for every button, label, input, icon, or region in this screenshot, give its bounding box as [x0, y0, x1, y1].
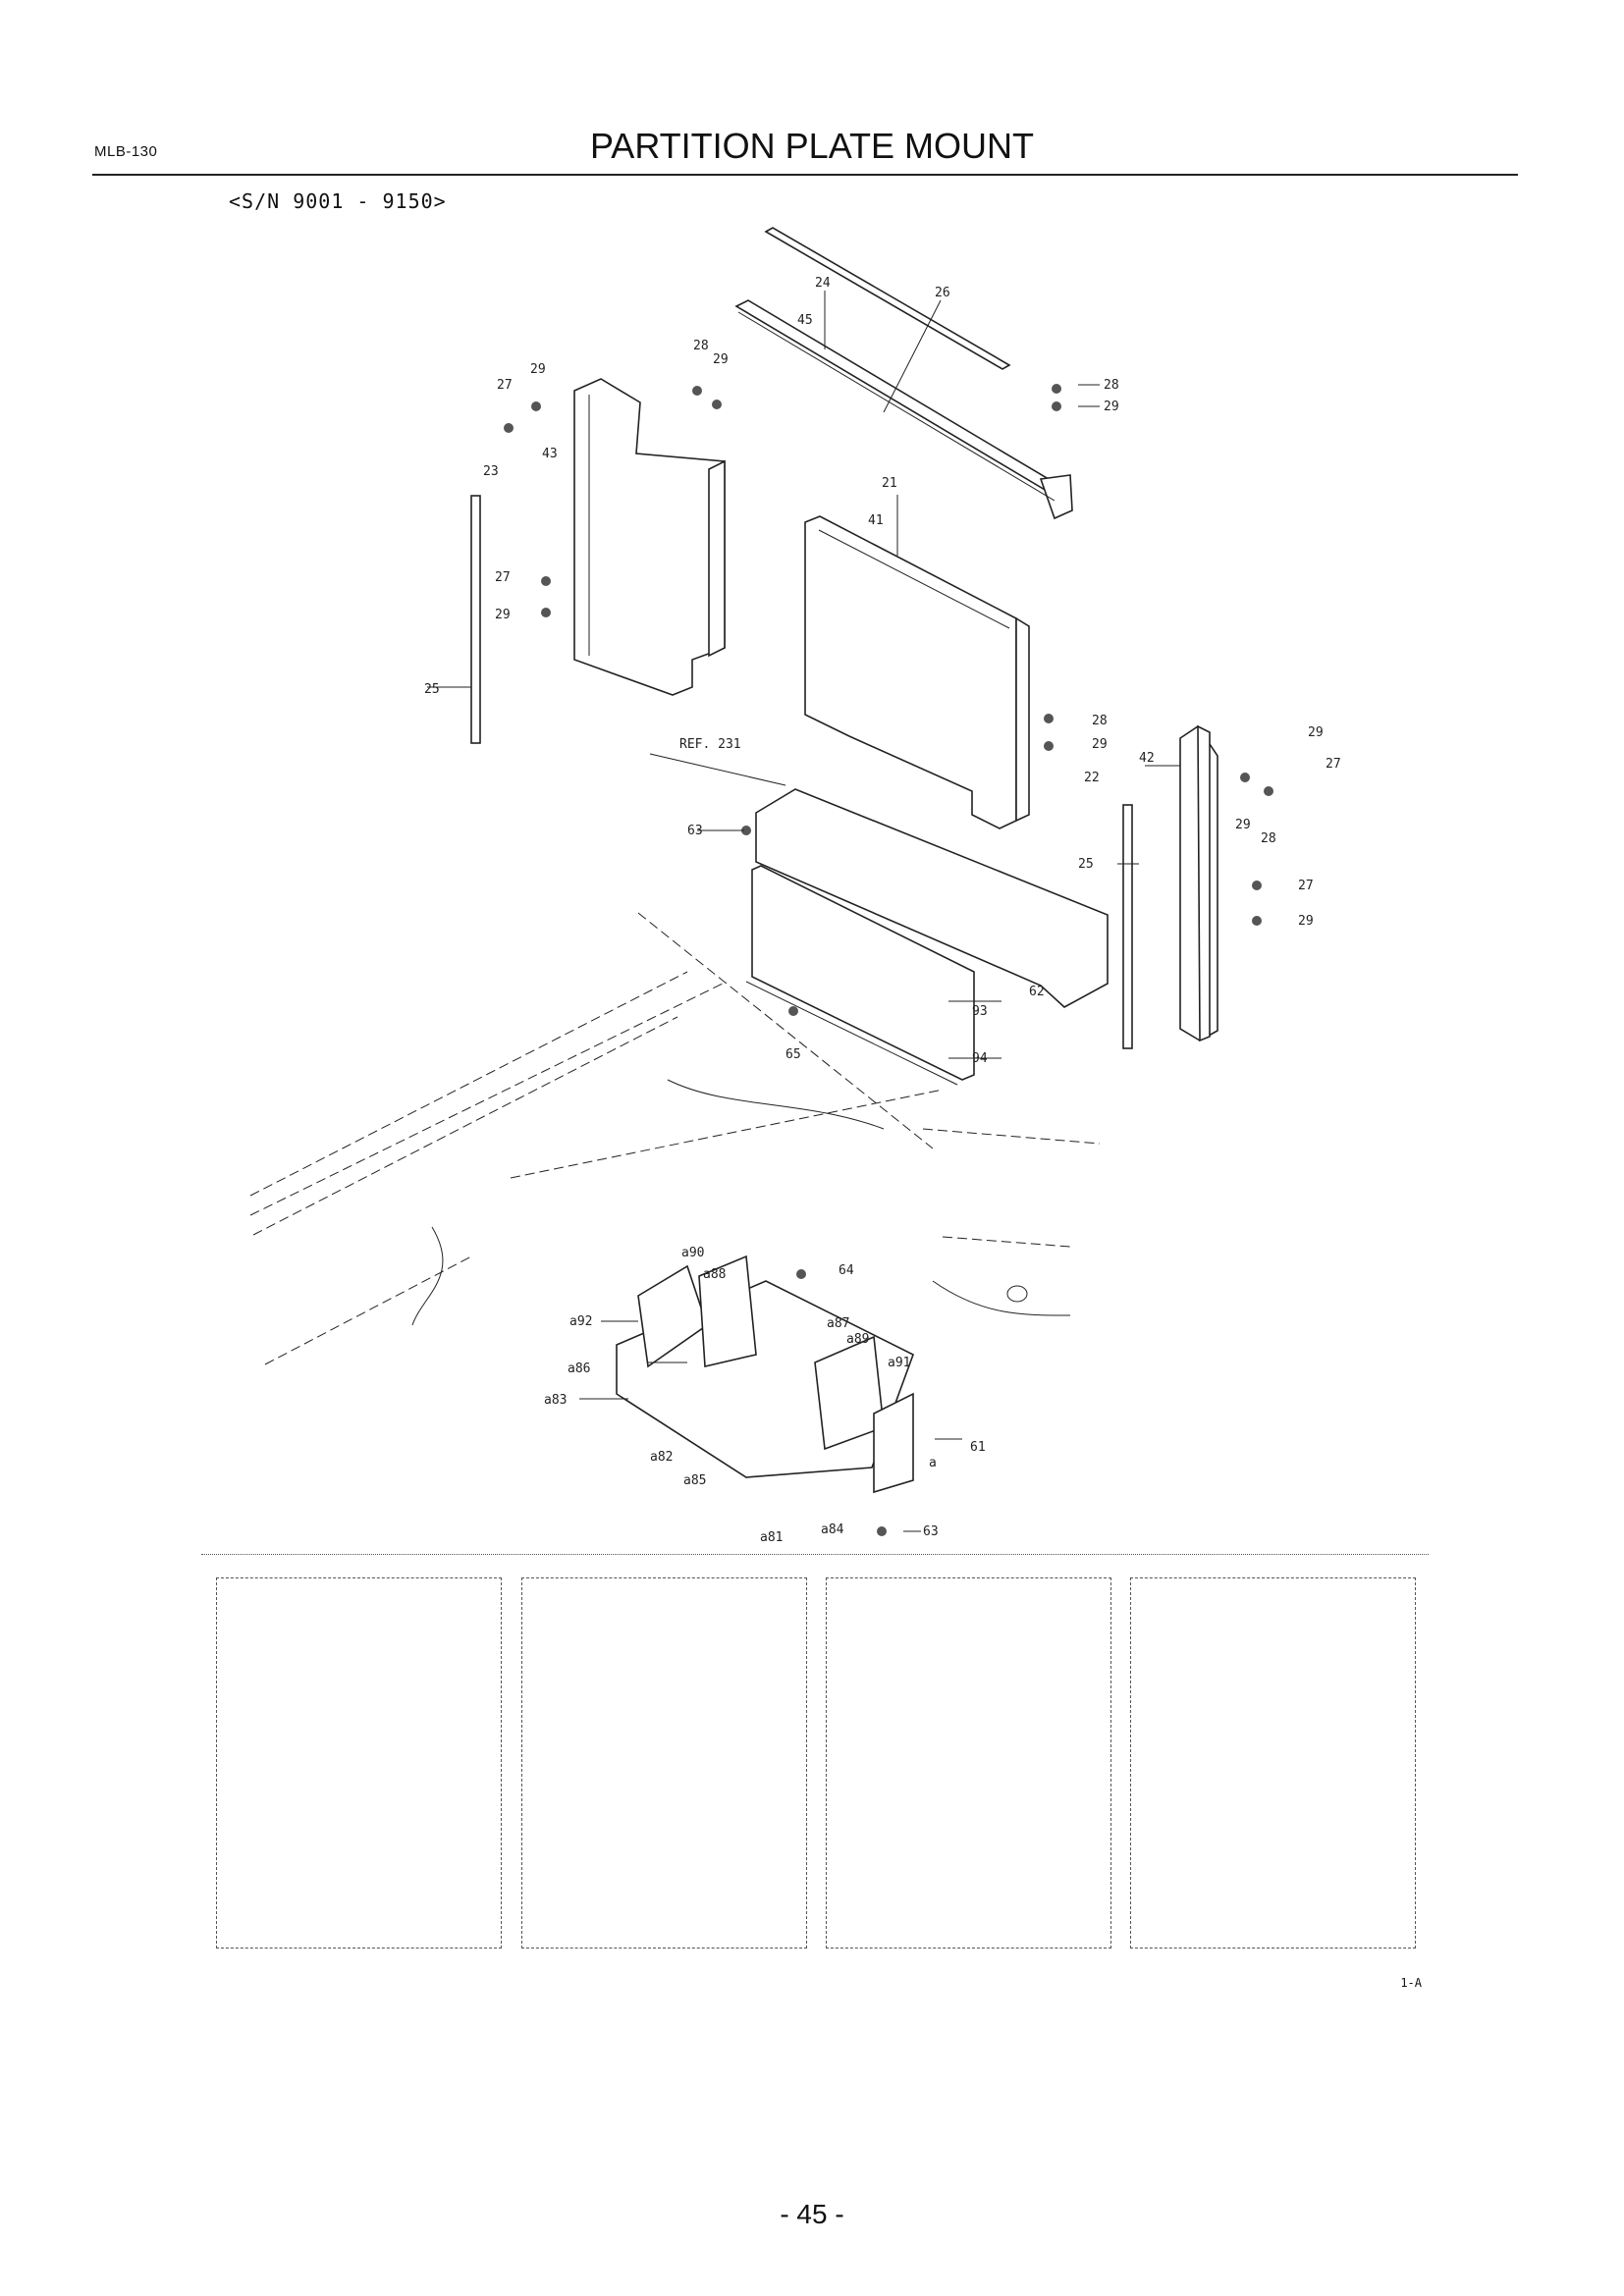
machine-frame-outline — [249, 912, 1101, 1365]
callout-28: 28 — [693, 339, 709, 353]
callout-28: 28 — [1092, 714, 1108, 728]
callout-22: 22 — [1084, 771, 1100, 785]
callout-a82: a82 — [650, 1450, 673, 1465]
section-divider — [201, 1554, 1429, 1555]
callout-43: 43 — [542, 447, 558, 461]
page-title: PARTITION PLATE MOUNT — [589, 126, 1035, 166]
callout-93: 93 — [972, 1004, 988, 1019]
callout-29: 29 — [1104, 400, 1119, 414]
callout-23: 23 — [483, 464, 499, 479]
callout-27: 27 — [495, 570, 511, 585]
base-tray-assembly — [616, 1255, 914, 1494]
center-partition-panel-part-21 — [804, 515, 1030, 829]
callout-a88: a88 — [703, 1267, 726, 1282]
callout-29: 29 — [530, 362, 546, 377]
callout-a81: a81 — [760, 1530, 783, 1545]
callout-29: 29 — [1308, 725, 1324, 740]
callout-a91: a91 — [888, 1356, 910, 1370]
callout-29: 29 — [1092, 737, 1108, 752]
callout-29: 29 — [1298, 914, 1314, 929]
note-box — [216, 1577, 502, 1949]
top-rod-part-26 — [764, 227, 1011, 370]
note-box — [521, 1577, 807, 1949]
hardware-fasteners — [504, 384, 1273, 1536]
right-vertical-channel-part-22 — [1179, 724, 1218, 1042]
callout-64: 64 — [839, 1263, 854, 1278]
callout-61: 61 — [970, 1440, 986, 1455]
reference-panel-231 — [755, 788, 1109, 1008]
serial-number-range: <S/N 9001 - 9150> — [229, 189, 447, 213]
callout-29: 29 — [495, 608, 511, 622]
page-number: - 45 - — [780, 2199, 844, 2229]
callout-25: 25 — [1078, 857, 1094, 872]
callout-21: 21 — [882, 476, 897, 491]
note-box — [826, 1577, 1111, 1949]
callout-45: 45 — [797, 313, 813, 328]
callout-41: 41 — [868, 513, 884, 528]
callout-a85: a85 — [683, 1473, 706, 1488]
callout-63: 63 — [687, 824, 703, 838]
callout-a90: a90 — [681, 1246, 704, 1260]
callout-28: 28 — [1261, 831, 1276, 846]
callout-a87: a87 — [827, 1316, 849, 1331]
callout-63: 63 — [923, 1524, 939, 1539]
callout-29: 29 — [713, 352, 729, 367]
callout-27: 27 — [497, 378, 513, 393]
callout-27: 27 — [1298, 879, 1314, 893]
callout-ref-231: REF. 231 — [679, 737, 741, 752]
figure-code: 1-A — [1400, 1976, 1422, 1990]
callout-28: 28 — [1104, 378, 1119, 393]
left-partition-panel-part-23 — [573, 378, 726, 696]
callout-24: 24 — [815, 276, 831, 291]
callout-65: 65 — [785, 1047, 801, 1062]
title-underline — [92, 174, 1518, 176]
rubber-seal-strips-part-25 — [470, 495, 1133, 1049]
callout-62: 62 — [1029, 985, 1045, 999]
callout-25: 25 — [424, 682, 440, 697]
callout-a83: a83 — [544, 1393, 567, 1408]
exploded-parts-diagram: 24 26 45 28 29 28 29 29 27 43 23 27 29 2… — [249, 227, 1341, 1545]
leader-lines — [427, 291, 1180, 1532]
callout-a89: a89 — [846, 1332, 869, 1347]
callout-a86: a86 — [568, 1362, 590, 1376]
top-bracket-part-24 — [734, 299, 1073, 520]
part-callouts: 24 26 45 28 29 28 29 29 27 43 23 27 29 2… — [424, 276, 1341, 1545]
callout-29: 29 — [1235, 818, 1251, 832]
callout-a: a — [929, 1456, 937, 1470]
callout-94: 94 — [972, 1051, 988, 1066]
callout-27: 27 — [1326, 757, 1341, 772]
callout-26: 26 — [935, 286, 950, 300]
lower-partition-plate-part-62 — [745, 865, 975, 1086]
callout-42: 42 — [1139, 751, 1155, 766]
callout-a92: a92 — [569, 1314, 592, 1329]
document-code: MLB-130 — [94, 143, 158, 160]
callout-a84: a84 — [821, 1522, 844, 1537]
note-box — [1130, 1577, 1416, 1949]
